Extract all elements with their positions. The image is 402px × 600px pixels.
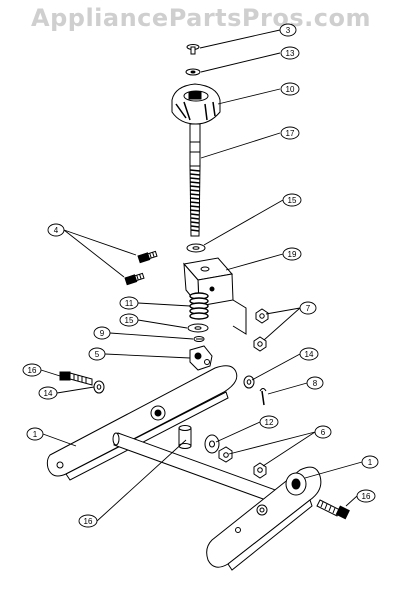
svg-text:4: 4 <box>54 226 59 235</box>
part-washer-15-lower <box>187 323 209 333</box>
part-washer-13 <box>185 68 201 76</box>
part-studs-4 <box>124 250 158 286</box>
part-nut-6b <box>253 462 267 479</box>
callout-4: 4 <box>47 223 65 237</box>
part-pin-8 <box>259 388 267 406</box>
svg-text:14: 14 <box>44 389 53 398</box>
svg-text:8: 8 <box>313 379 318 388</box>
callouts: 3 13 10 17 15 19 4 7 11 15 9 5 14 8 16 <box>22 23 379 528</box>
callout-19: 19 <box>282 247 302 261</box>
callout-12: 12 <box>259 415 279 429</box>
svg-text:15: 15 <box>288 196 297 205</box>
part-nut-6a <box>218 446 233 463</box>
callout-16-bottom: 16 <box>78 514 98 528</box>
svg-text:15: 15 <box>125 316 134 325</box>
callout-7: 7 <box>299 301 317 315</box>
callout-3: 3 <box>279 23 297 37</box>
part-washer-15-upper <box>186 243 206 253</box>
callout-16-left: 16 <box>22 363 42 377</box>
svg-text:17: 17 <box>286 129 295 138</box>
part-bolt-16-right <box>316 499 350 520</box>
svg-text:19: 19 <box>288 250 297 259</box>
leader-lines <box>40 29 363 522</box>
callout-1-right: 1 <box>361 455 379 469</box>
watermark: AppliancePartsPros.com <box>31 4 371 32</box>
callout-14-right: 14 <box>299 347 319 361</box>
part-bolt-16-left <box>59 371 93 386</box>
svg-text:16: 16 <box>84 517 93 526</box>
part-nuts-7 <box>253 308 269 352</box>
callout-8: 8 <box>306 376 324 390</box>
callout-9: 9 <box>93 326 111 340</box>
svg-text:1: 1 <box>33 430 38 439</box>
svg-text:11: 11 <box>125 299 134 308</box>
part-washer-14-left <box>93 380 105 394</box>
svg-text:16: 16 <box>362 492 371 501</box>
callout-17: 17 <box>280 126 300 140</box>
callout-10: 10 <box>280 82 300 96</box>
part-pivot-5 <box>189 345 213 371</box>
part-9 <box>193 336 205 342</box>
part-arm-1-left <box>46 365 238 481</box>
svg-text:1: 1 <box>368 458 373 467</box>
callout-14-left: 14 <box>38 386 58 400</box>
part-spring-11 <box>189 292 209 320</box>
part-shaft-17 <box>189 123 201 237</box>
callout-5: 5 <box>88 347 106 361</box>
svg-text:9: 9 <box>100 329 105 338</box>
svg-text:10: 10 <box>286 85 295 94</box>
callout-11: 11 <box>119 296 139 310</box>
part-arm-1-right <box>206 466 322 571</box>
callout-1-left: 1 <box>26 427 44 441</box>
svg-text:16: 16 <box>28 366 37 375</box>
part-washer-14-right <box>243 375 255 389</box>
svg-text:3: 3 <box>286 26 291 35</box>
svg-text:14: 14 <box>305 350 314 359</box>
part-knob-10 <box>171 83 221 125</box>
callout-13: 13 <box>280 46 300 60</box>
callout-15-lower: 15 <box>119 313 139 327</box>
svg-text:5: 5 <box>95 350 100 359</box>
callout-6: 6 <box>314 425 332 439</box>
part-screw-3 <box>186 44 200 55</box>
svg-text:7: 7 <box>306 304 311 313</box>
part-washer-12 <box>204 434 220 454</box>
svg-text:13: 13 <box>286 49 295 58</box>
callout-15-upper: 15 <box>282 193 302 207</box>
svg-text:6: 6 <box>321 428 326 437</box>
callout-16-right: 16 <box>356 489 376 503</box>
svg-text:12: 12 <box>265 418 274 427</box>
